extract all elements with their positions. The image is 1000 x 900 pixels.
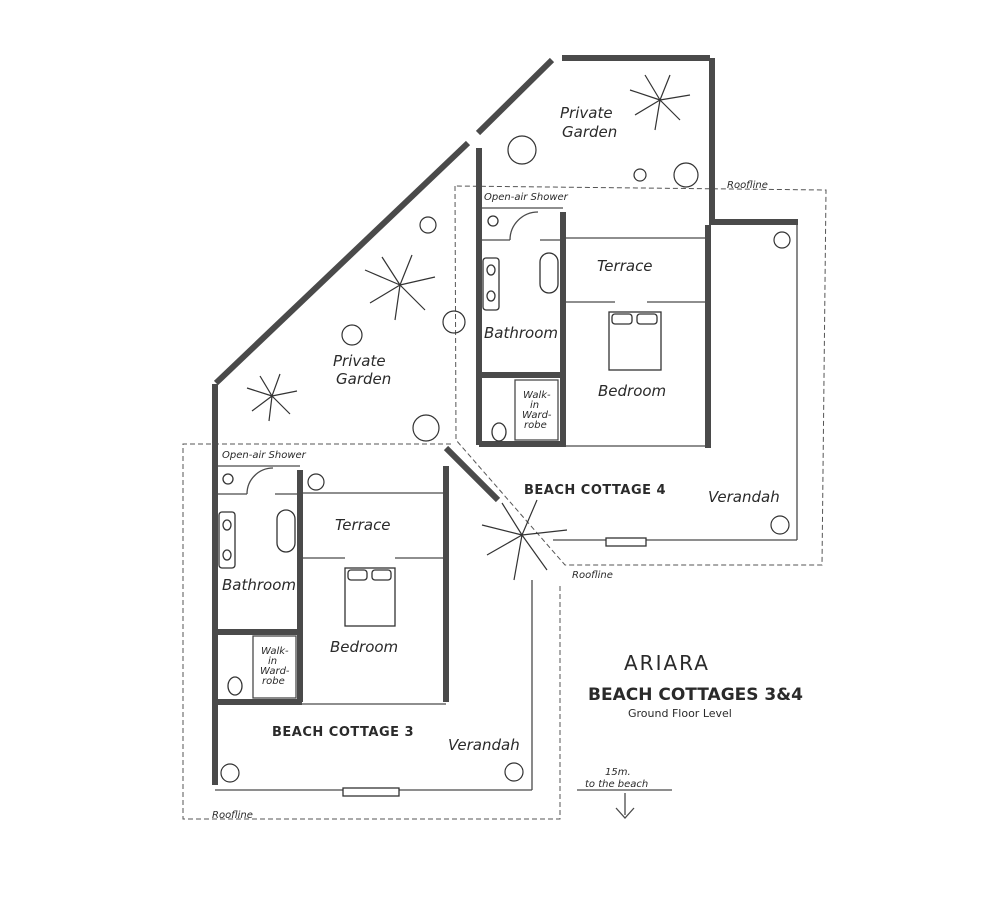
cottage-3-garden-label-1: Private — [333, 352, 386, 370]
palm-tree-icon — [246, 373, 298, 422]
roofline-cottage-4 — [454, 185, 827, 566]
cottage-3-terrace-label: Terrace — [335, 516, 391, 534]
cottage-3-shower-label: Open-air Shower — [222, 450, 307, 461]
plants — [220, 74, 791, 783]
cottage-4-basin-1 — [486, 264, 496, 276]
cottage-4-link-wall — [443, 445, 501, 503]
cottage-4-name: BEACH COTTAGE 4 — [524, 483, 666, 498]
cottage-4-pillow-2 — [636, 313, 658, 325]
cottage-3 — [182, 384, 561, 820]
cottage-4-roofline-bottom-label: Roofline — [572, 570, 613, 581]
cottage-3-toilet — [227, 676, 243, 696]
cottage-4-wardrobe — [514, 379, 559, 441]
cottage-3-wardrobe-label-1: Walk- — [261, 646, 289, 657]
cottage-3-verandah-label: Verandah — [448, 736, 520, 754]
cottage-4-toilet — [491, 422, 507, 442]
cottage-4-shower-door-swing — [509, 211, 539, 241]
garden-wall-diagonal-upper — [475, 57, 555, 136]
beach-distance: 15m. — [605, 767, 631, 778]
garden-wall-diagonal-lower — [213, 140, 471, 386]
plan-level: Ground Floor Level — [628, 707, 732, 720]
cottage-3-pillow-1 — [347, 569, 368, 581]
cottage-3-bathtub — [276, 509, 296, 553]
cottage-4-bathroom-label: Bathroom — [484, 324, 558, 342]
cottage-4-garden-label-1: Private — [560, 104, 613, 122]
palm-tree-icon — [481, 499, 568, 581]
beach-label: to the beach — [585, 779, 648, 790]
cottage-3-roofline-label: Roofline — [212, 810, 253, 821]
cottage-4-verandah-label: Verandah — [708, 488, 780, 506]
cottage-3-wardrobe-label-3: Ward- — [260, 666, 290, 677]
cottage-4-shower-head — [487, 215, 499, 227]
cottage-4-pillow-1 — [611, 313, 633, 325]
cottage-3-wardrobe-label-4: robe — [262, 676, 285, 687]
cottage-3-basin-2 — [222, 549, 232, 561]
palm-tree-icon — [364, 254, 436, 321]
cottage-4-shower-label: Open-air Shower — [484, 192, 569, 203]
cottage-3-garden-label-2: Garden — [336, 370, 391, 388]
cottage-3-steps — [342, 787, 400, 797]
cottage-3-wardrobe-label-2: in — [268, 656, 277, 667]
cottage-4 — [213, 55, 827, 566]
plan-title: ARIARA — [624, 651, 710, 675]
cottage-4-wardrobe-label-1: Walk- — [523, 390, 551, 401]
shrub-icon — [220, 135, 791, 783]
cottage-4-roofline-label: Roofline — [727, 180, 768, 191]
plan-subtitle: BEACH COTTAGES 3&4 — [588, 685, 803, 705]
roofline-cottage-3 — [182, 443, 561, 820]
cottage-3-shower-door-swing — [246, 467, 274, 495]
cottage-3-pillow-2 — [371, 569, 392, 581]
cottage-3-bathroom-label: Bathroom — [222, 576, 296, 594]
cottage-3-shower-head — [222, 473, 234, 485]
cottage-4-wardrobe-label-3: Ward- — [522, 410, 552, 421]
cottage-3-wardrobe — [252, 635, 297, 699]
cottage-4-wardrobe-label-2: in — [530, 400, 539, 411]
cottage-4-wardrobe-label-4: robe — [524, 420, 547, 431]
palm-tree-icon — [629, 74, 691, 131]
cottage-3-name: BEACH COTTAGE 3 — [272, 725, 414, 740]
cottage-3-basin-1 — [222, 519, 232, 531]
cottage-4-terrace-label: Terrace — [597, 257, 653, 275]
beach-arrow — [577, 789, 672, 819]
cottage-4-bedroom-label: Bedroom — [598, 382, 666, 400]
cottage-3-bedroom-label: Bedroom — [330, 638, 398, 656]
cottage-4-steps — [605, 537, 647, 547]
cottage-4-basin-2 — [486, 290, 496, 302]
cottage-4-garden-label-2: Garden — [562, 123, 617, 141]
cottage-4-bathtub — [539, 252, 559, 294]
